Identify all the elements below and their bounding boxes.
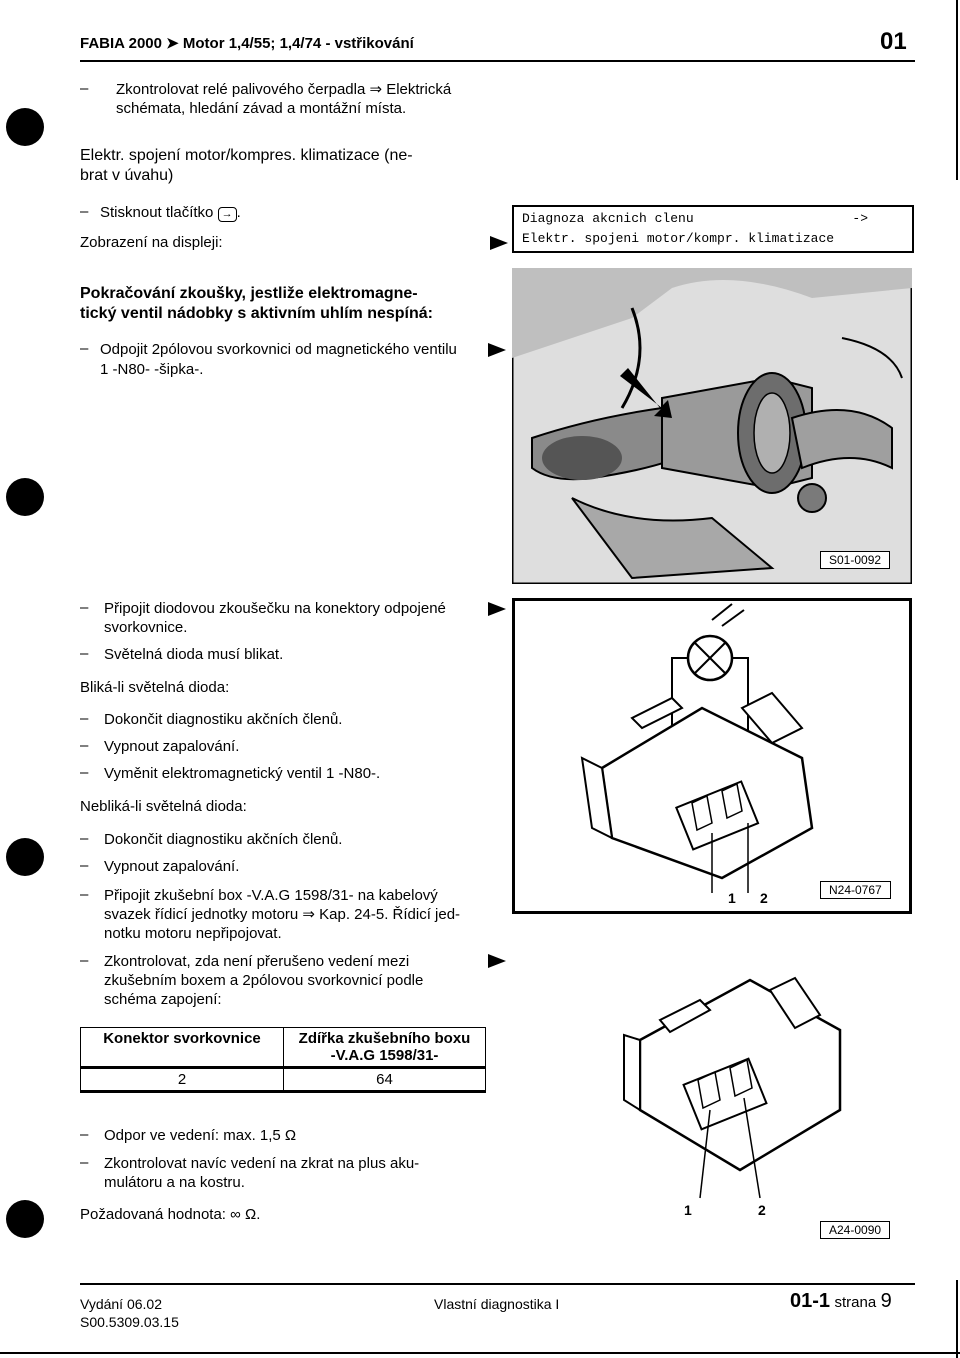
fig2-pin1: 1 <box>728 890 736 906</box>
right-edge-rule <box>956 0 958 180</box>
display-line1: Diagnoza akcnich clenu <box>522 211 694 226</box>
fig3-label: A24-0090 <box>820 1221 891 1239</box>
required-value: Požadovaná hodnota: ∞ Ω. <box>80 1206 261 1223</box>
header-title: FABIA 2000 ➤ Motor 1,4/55; 1,4/74 - vstř… <box>80 35 414 52</box>
resistance-text: Odpor ve vedení: max. 1,5 Ω <box>104 1127 297 1144</box>
binder-hole-1 <box>6 108 44 146</box>
intro-heading1: Elektr. spojení motor/kompres. klimatiza… <box>80 147 413 164</box>
pointer-arrow-icon <box>488 343 506 357</box>
footer-center: Vlastní diagnostika I <box>434 1296 560 1312</box>
connector-pin-diagram <box>623 976 842 1199</box>
table-header-connector: Konektor svorkovnice <box>80 1027 284 1069</box>
noblink-step-2: Vypnout zapalování. <box>104 858 240 875</box>
dash: – <box>80 952 89 969</box>
dash: – <box>80 80 89 97</box>
display-box: Diagnoza akcnich clenu -> Elektr. spojen… <box>512 205 914 253</box>
dash: – <box>80 203 89 220</box>
section2-item1b: 1 -N80- -šipka-. <box>100 361 204 378</box>
binder-hole-2 <box>6 478 44 516</box>
intro-item1: Zkontrolovat relé palivového čerpadla ⇒ … <box>116 81 452 98</box>
blink-step-2: Vypnout zapalování. <box>104 738 240 755</box>
pointer-arrow-icon <box>488 954 506 968</box>
footer-rule <box>80 1283 915 1285</box>
intro-item2-text: Stisknout tlačítko <box>100 204 214 221</box>
noblink-step-3a: Připojit zkušební box -V.A.G 1598/31- na… <box>104 887 438 904</box>
dash: – <box>80 645 89 662</box>
section3-item1b: svorkovnice. <box>104 619 188 636</box>
table-cell-connector: 2 <box>80 1067 284 1093</box>
section2-heading-b: tický ventil nádobky s aktivním uhlím ne… <box>80 305 433 322</box>
dash: – <box>80 599 89 616</box>
fig2-pin2: 2 <box>760 890 768 906</box>
table-row: 2 64 <box>80 1067 486 1093</box>
bottom-rule <box>0 1352 960 1354</box>
section3-item1a: Připojit diodovou zkoušečku na konektory… <box>104 600 446 617</box>
dash: – <box>80 764 89 781</box>
if-noblink-label: Nebliká-li světelná dioda: <box>80 798 247 815</box>
section3-item2: Světelná dioda musí blikat. <box>104 646 284 663</box>
shortcheck-text-a: Zkontrolovat navíc vedení na zkrat na pl… <box>104 1155 420 1172</box>
chapter-number: 01 <box>880 28 907 55</box>
dash: – <box>80 1126 89 1143</box>
footer-page-word: strana <box>834 1294 877 1311</box>
dash: – <box>80 340 89 357</box>
noblink-step-3c: notku motoru nepřipojovat. <box>104 925 282 942</box>
binder-hole-3 <box>6 838 44 876</box>
shortcheck-text-b: mulátoru a na kostru. <box>104 1174 245 1191</box>
footer-edition: Vydání 06.02 <box>80 1296 162 1312</box>
dash: – <box>80 1154 89 1171</box>
pointer-arrow-icon <box>490 236 508 250</box>
section2-heading-a: Pokračování zkoušky, jestliže elektromag… <box>80 285 418 302</box>
fig3-pin1: 1 <box>684 1202 692 1218</box>
table-header-socket-b: -V.A.G 1598/31- <box>330 1047 439 1064</box>
footer-page: 01-1 strana 9 <box>790 1290 892 1313</box>
noblink-step-4a: Zkontrolovat, zda není přerušeno vedení … <box>104 953 410 970</box>
footer-code: S00.5309.03.15 <box>80 1314 179 1330</box>
led-tester-diagram <box>512 598 912 914</box>
noblink-step-3b: svazek řídicí jednotky motoru ⇒ Kap. 24-… <box>104 906 461 923</box>
dash: – <box>80 830 89 847</box>
footer-page-num: 9 <box>880 1290 892 1312</box>
if-blink-label: Bliká-li světelná dioda: <box>80 679 230 696</box>
dash: – <box>80 857 89 874</box>
display-label: Zobrazení na displeji: <box>80 234 223 251</box>
fig3-pin2: 2 <box>758 1202 766 1218</box>
dash: – <box>80 886 89 903</box>
blink-step-3: Vyměnit elektromagnetický ventil 1 -N80-… <box>104 765 381 782</box>
section2-item1a: Odpojit 2pólovou svorkovnici od magnetic… <box>100 341 457 358</box>
intro-item1b: schémata, hledání závad a montážní místa… <box>116 100 407 117</box>
dash: – <box>80 710 89 727</box>
noblink-step-4c: schéma zapojení: <box>104 991 222 1008</box>
photo1-label: S01-0092 <box>820 551 891 569</box>
pointer-arrow-icon <box>488 602 506 616</box>
noblink-step-4b: zkušebním boxem a 2pólovou svorkovnicí p… <box>104 972 424 989</box>
fig2-label: N24-0767 <box>820 881 891 899</box>
right-edge-rule-bottom <box>956 1280 958 1358</box>
binder-hole-4 <box>6 1200 44 1238</box>
display-line1-arrow: -> <box>852 211 868 226</box>
header-rule <box>80 60 915 62</box>
engine-photo <box>512 268 912 584</box>
intro-item2: Stisknout tlačítko →. <box>100 204 241 222</box>
table-header-socket-a: Zdířka zkušebního boxu <box>298 1030 471 1047</box>
blink-step-1: Dokončit diagnostiku akčních členů. <box>104 711 343 728</box>
table-cell-socket: 64 <box>283 1067 486 1093</box>
key-arrow-icon: → <box>217 207 237 222</box>
noblink-step-1: Dokončit diagnostiku akčních členů. <box>104 831 343 848</box>
dash: – <box>80 737 89 754</box>
table-header-socket: Zdířka zkušebního boxu -V.A.G 1598/31- <box>283 1027 486 1069</box>
connector-table: Konektor svorkovnice Zdířka zkušebního b… <box>80 1027 486 1093</box>
display-line2: Elektr. spojeni motor/kompr. klimatizace <box>522 231 835 246</box>
intro-heading1b: brat v úvahu) <box>80 167 174 184</box>
footer-page-ref: 01-1 <box>790 1290 831 1312</box>
